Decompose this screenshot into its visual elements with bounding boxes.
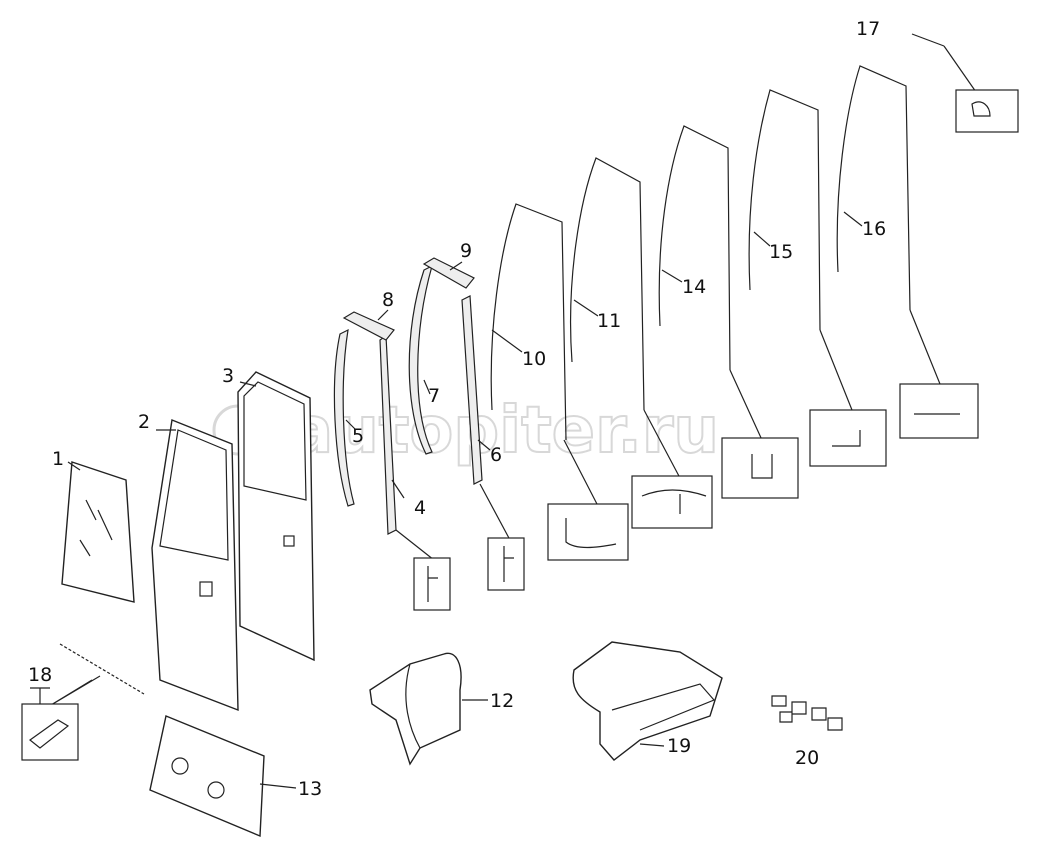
- part-3-door: [237, 371, 315, 662]
- callout-15: 15: [769, 241, 793, 263]
- callout-5: 5: [352, 425, 364, 447]
- part-7-strip: [408, 264, 433, 455]
- part-1-glass: [61, 461, 135, 603]
- callout-labels: 1 2 3 4 5 6 7 8 9 10 11 12 13 14 15 16 1…: [28, 18, 886, 800]
- callout-10: 10: [522, 348, 546, 370]
- part-15-seal: [748, 89, 821, 331]
- watermark-text: autopiter.ru: [290, 394, 719, 468]
- callout-19: 19: [667, 735, 691, 757]
- part-9-strip: [422, 257, 475, 289]
- part-19-cover: [572, 641, 723, 761]
- callout-4: 4: [414, 497, 426, 519]
- callout-13: 13: [298, 778, 322, 800]
- part-2-door: [151, 419, 239, 712]
- part-11-seal: [570, 157, 645, 411]
- part-13-panel: [149, 715, 265, 838]
- callout-8: 8: [382, 289, 394, 311]
- part-10-seal: [490, 203, 567, 441]
- callout-17: 17: [856, 18, 880, 40]
- callout-7: 7: [428, 385, 440, 407]
- callout-14: 14: [682, 276, 706, 298]
- callout-9: 9: [460, 240, 472, 262]
- callout-16: 16: [862, 218, 886, 240]
- callout-2: 2: [138, 411, 150, 433]
- callout-11: 11: [597, 310, 621, 332]
- part-16-seal: [836, 65, 911, 311]
- part-6-strip: [461, 295, 483, 485]
- detail-boxes: [21, 45, 1019, 761]
- callout-3: 3: [222, 365, 234, 387]
- part-12-duct: [369, 652, 462, 766]
- callout-6: 6: [490, 444, 502, 466]
- watermark: autopiter.ru: [212, 393, 720, 469]
- part-17-strip: [911, 33, 945, 47]
- callout-20: 20: [795, 747, 819, 769]
- callout-12: 12: [490, 690, 514, 712]
- leader-lines: [67, 211, 863, 789]
- part-20-clips: [771, 695, 843, 731]
- callout-1: 1: [52, 448, 64, 470]
- part-5-strip: [333, 328, 355, 507]
- callout-18: 18: [28, 664, 52, 686]
- part-14-seal: [658, 125, 731, 371]
- part-8-strip: [342, 311, 395, 341]
